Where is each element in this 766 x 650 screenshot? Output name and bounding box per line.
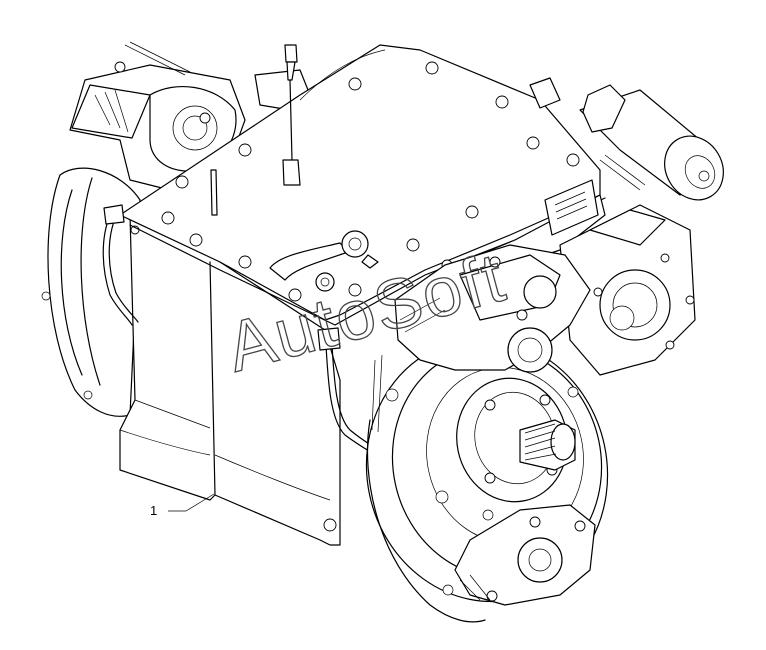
upper-brake-caliper (394, 244, 591, 373)
callout-1-number: 1 (150, 503, 157, 518)
output-hub (456, 377, 568, 503)
callout-1: 1 (150, 493, 215, 518)
lower-brake-caliper (454, 504, 596, 606)
left-brake-line (102, 204, 139, 326)
actuator-cylinder (529, 77, 724, 201)
splined-shaft (519, 419, 576, 471)
left-brake-disc (41, 167, 141, 417)
transmission-housing (119, 44, 606, 546)
rear-output-housing (559, 204, 696, 376)
